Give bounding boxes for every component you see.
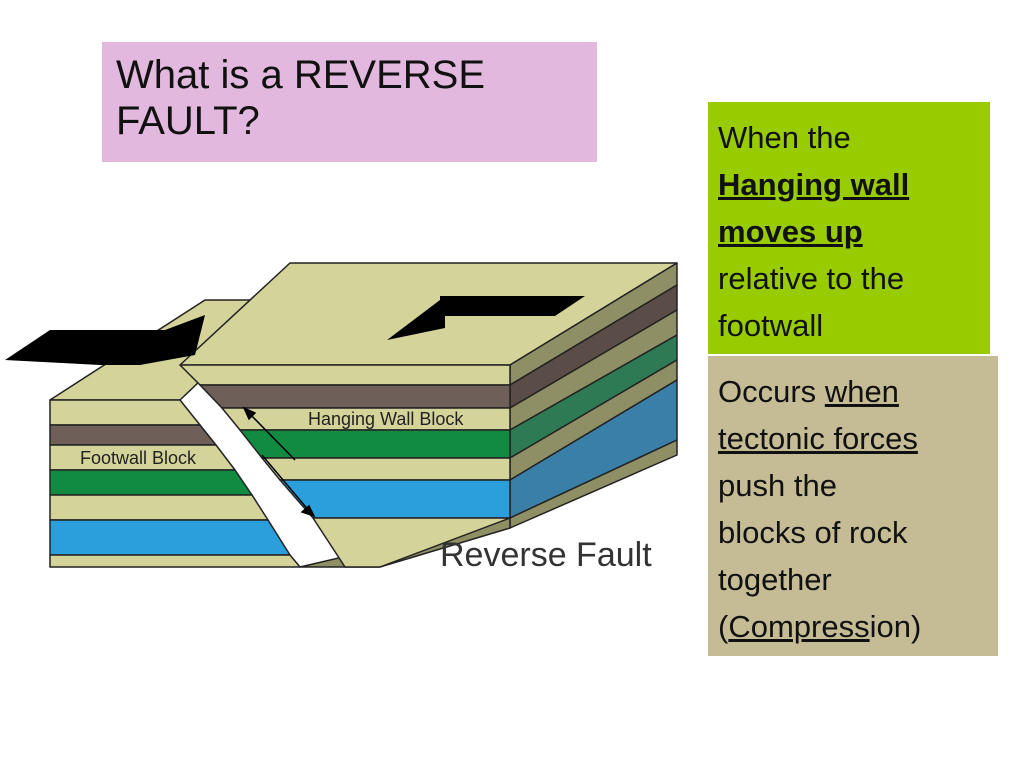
definition-line-4: relative to the [718,261,905,296]
hanging-layer-green [239,429,511,459]
footwall-layer-green [49,469,253,496]
cause-box: Occurs when tectonic forces push the blo… [708,356,998,656]
cause-paren: ( [718,609,729,644]
definition-line-5: footwall [718,308,824,343]
definition-bold-2: moves up [718,214,863,249]
footwall-layer-tan-3 [49,494,269,521]
cause-line-5: together [718,562,832,597]
definition-lead: When the [718,120,851,155]
definition-bold-1: Hanging wall [718,167,910,202]
cause-line-2: tectonic forces [718,421,918,456]
hanging-wall-arrow [387,296,585,340]
footwall-layer-base [49,554,301,568]
cause-word-occurs: Occurs [718,374,817,409]
definition-box: When the Hanging wall moves up relative … [708,102,990,354]
cause-ion: ion) [869,609,922,644]
cause-line-3: push the [718,468,837,503]
cause-line-4: blocks of rock [718,515,908,550]
hanging-layer-brown [199,384,511,409]
footwall-label: Footwall Block [80,448,197,468]
fault-slip-arrows [242,406,316,518]
footwall-layer-tan-1 [49,399,201,426]
hanging-layer-blue [279,479,511,519]
title-line-1: What is a REVERSE [116,53,486,97]
reverse-fault-diagram: Hanging Wall Block Footwall Block Revers… [5,262,678,574]
hanging-layer-tan-1 [179,364,511,386]
cause-compress: Compress [728,609,870,644]
cause-word-when: when [824,374,899,409]
hanging-layer-tan-3 [261,457,511,481]
footwall-layer-blue [49,519,291,556]
title-line-2: FAULT? [116,99,260,143]
title-box: What is a REVERSE FAULT? [102,42,597,162]
hanging-layer-base [312,517,511,568]
diagram-caption: Reverse Fault [440,536,652,574]
hanging-wall-label: Hanging Wall Block [308,409,464,429]
left-push-arrow [5,315,205,365]
footwall-layer-brown [49,424,217,446]
